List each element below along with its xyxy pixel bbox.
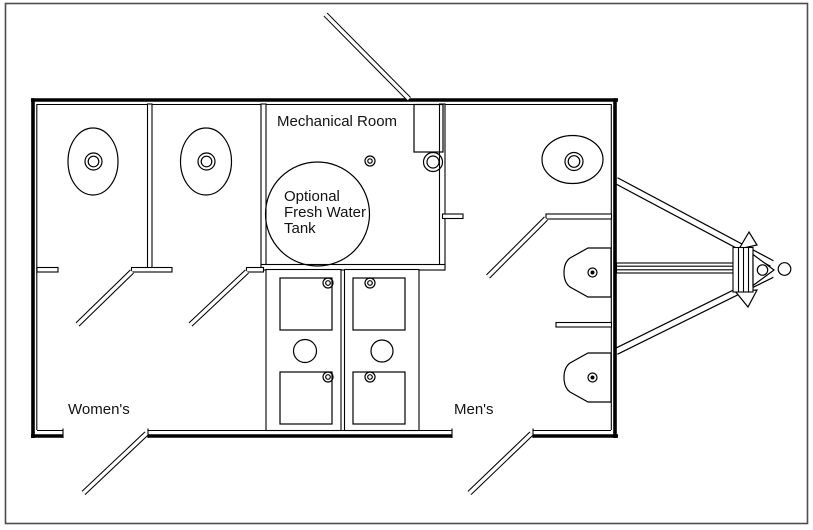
- urinal-drain: [590, 375, 595, 380]
- sink-basin: [279, 371, 333, 425]
- door-leaf: [76, 270, 134, 326]
- door-leaf: [189, 270, 249, 326]
- door-leaf: [486, 217, 548, 278]
- womens-stall-door-2: [188, 269, 249, 327]
- womens-room-label: Women's: [68, 401, 130, 418]
- door-leaf: [468, 432, 533, 495]
- faucet-icon: [325, 374, 331, 380]
- urinal-2: [563, 352, 612, 403]
- center-beam-body: [615, 262, 743, 274]
- toilet-bowl: [541, 134, 604, 185]
- tank-label-line-2: Fresh Water: [284, 204, 366, 221]
- equipment-port-circle: [422, 151, 444, 173]
- floor-drain-icon: [367, 158, 373, 164]
- sink-basin: [352, 371, 406, 425]
- urinal-drain: [587, 267, 598, 278]
- womens-stall-front-wall: [130, 266, 173, 273]
- mens-toilet: [541, 134, 604, 185]
- mechanical-equipment-box: [413, 103, 444, 153]
- womens-stall-door-1: [75, 269, 134, 327]
- womens-toilet-1: [67, 127, 119, 196]
- faucet-icon: [367, 280, 373, 286]
- womens-sink-counter: [265, 268, 342, 432]
- womens-entry-door: [81, 431, 149, 495]
- womens-stall-front-wall: [36, 266, 59, 273]
- mens-room: [541, 134, 612, 403]
- labels: Mechanical Room Optional Fresh Water Tan…: [68, 113, 494, 418]
- faucet-icon: [364, 277, 376, 289]
- mens-stall-front-stub: [441, 213, 464, 220]
- equipment-port-circle: [426, 155, 440, 169]
- mens-stall-front-wall: [545, 213, 613, 220]
- counter-cutout-circle: [292, 338, 318, 364]
- toilet-bowl: [179, 127, 233, 196]
- mech-room-right-wall: [438, 103, 446, 271]
- sink-basin: [279, 277, 333, 331]
- mech-room-left-wall: [260, 103, 267, 267]
- womens-stall-divider-wall: [146, 103, 153, 269]
- hitch-pin-circle: [756, 264, 769, 276]
- toilet-flush-circle: [197, 152, 216, 171]
- mens-sink-counter: [343, 268, 420, 432]
- mens-room-label: Men's: [454, 401, 494, 418]
- mens-stall-door: [486, 216, 548, 279]
- toilet-flush-circle: [84, 152, 103, 171]
- mechanical-room-label: Mechanical Room: [277, 113, 397, 130]
- sink-counters: [265, 268, 420, 432]
- fresh-water-tank: [264, 161, 371, 267]
- faucet-icon: [322, 371, 334, 383]
- trailer-tongue: [614, 177, 792, 355]
- tank-label-line-1: Optional: [284, 188, 340, 205]
- faucet-icon: [322, 277, 334, 289]
- faucet-icon: [325, 280, 331, 286]
- toilet-flush-circle: [87, 155, 100, 168]
- urinal-1: [563, 247, 612, 298]
- page-border: [4, 2, 809, 525]
- faucet-icon: [367, 374, 373, 380]
- womens-stall-front-wall: [245, 266, 265, 273]
- tank-label-line-3: Tank: [284, 220, 316, 237]
- urinal-privacy-partition: [555, 321, 613, 328]
- door-leaf: [82, 432, 148, 495]
- tongue-center-beam: [615, 262, 743, 274]
- interior-walls: [36, 103, 613, 328]
- urinal-drain: [587, 372, 598, 383]
- tongue-top-flange: [737, 230, 758, 250]
- counter-cutout-circle: [370, 339, 394, 363]
- door-leaf: [324, 13, 411, 101]
- womens-toilet-2: [179, 127, 233, 196]
- coupler-circle: [777, 262, 792, 276]
- doors: [75, 12, 548, 495]
- faucet-icon: [364, 371, 376, 383]
- toilet-bowl: [67, 127, 119, 196]
- sink-basin: [352, 277, 406, 331]
- mechanical-room: [264, 103, 444, 267]
- urinal-drain: [590, 270, 595, 275]
- floor-drain-icon: [364, 155, 376, 167]
- tongue-jack: [732, 246, 754, 293]
- toilet-flush-circle: [200, 155, 213, 168]
- mechanical-room-door: [323, 12, 411, 101]
- toilet-flush-circle: [564, 151, 584, 172]
- mens-entry-door: [467, 431, 534, 495]
- womens-room: [67, 127, 233, 196]
- toilet-flush-circle: [567, 155, 581, 168]
